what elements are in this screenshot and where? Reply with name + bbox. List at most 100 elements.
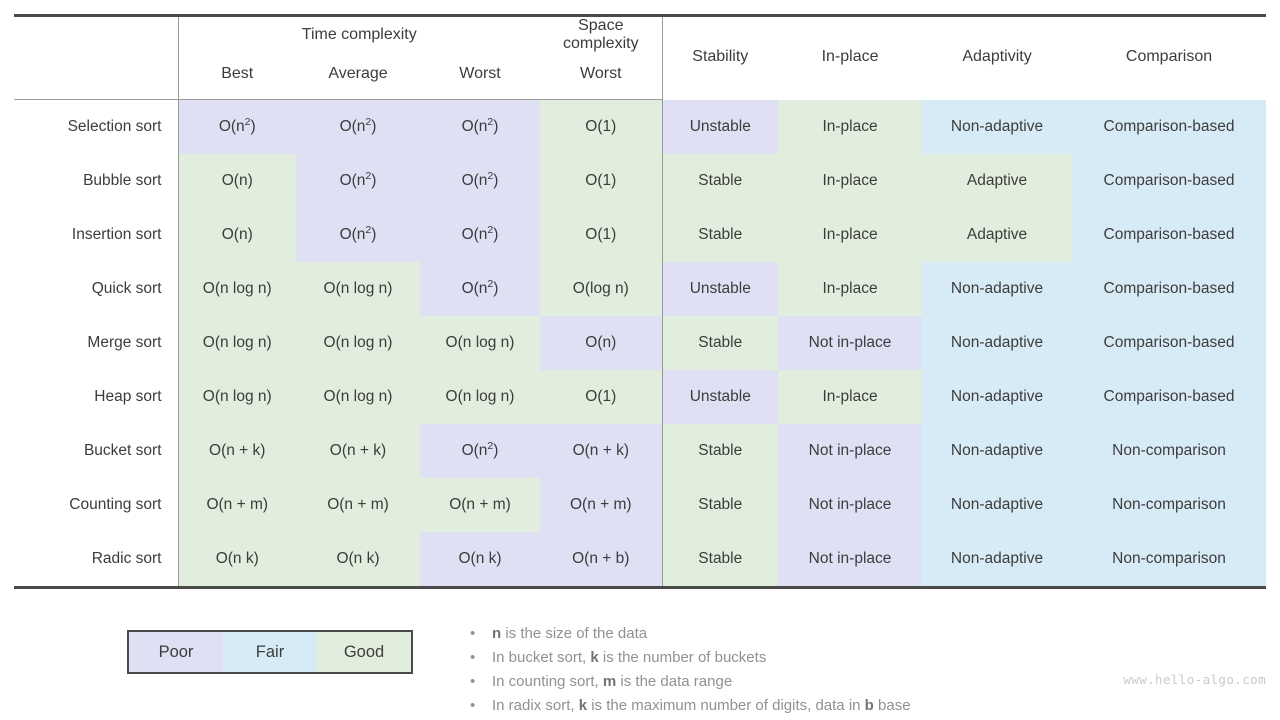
comparison-cell: Comparison-based bbox=[1072, 154, 1267, 208]
best-time-cell: O(n log n) bbox=[177, 370, 296, 424]
average-time-cell: O(n2) bbox=[296, 154, 420, 208]
comparison-cell: Comparison-based bbox=[1072, 370, 1267, 424]
average-time-cell: O(n log n) bbox=[296, 370, 420, 424]
average-time-cell: O(n + m) bbox=[296, 478, 420, 532]
adaptivity-cell: Non-adaptive bbox=[922, 370, 1073, 424]
worst-space-cell: O(n + b) bbox=[540, 532, 663, 588]
algorithm-name-cell: Quick sort bbox=[14, 262, 178, 316]
best-time-cell: O(n + m) bbox=[177, 478, 296, 532]
footnote-item: •In radix sort, k is the maximum number … bbox=[470, 694, 1050, 718]
adaptivity-cell: Non-adaptive bbox=[922, 316, 1073, 370]
average-time-cell: O(n k) bbox=[296, 532, 420, 588]
legend-item-label: Fair bbox=[255, 642, 285, 661]
stability-cell: Stable bbox=[661, 478, 779, 532]
column-header-adaptivity: Adaptivity bbox=[962, 48, 1032, 66]
in-place-cell: In-place bbox=[778, 208, 923, 262]
best-time-cell: O(n) bbox=[177, 154, 296, 208]
stability-cell: Stable bbox=[661, 316, 779, 370]
best-time-cell: O(n log n) bbox=[177, 262, 296, 316]
average-time-cell: O(n + k) bbox=[296, 424, 420, 478]
stability-cell: Stable bbox=[661, 424, 779, 478]
stability-cell: Stable bbox=[661, 208, 779, 262]
group-header-row: Time complexity Space complexity Stabili… bbox=[14, 15, 1266, 100]
worst-space-cell: O(n + m) bbox=[540, 478, 663, 532]
worst-time-cell: O(n2) bbox=[420, 99, 541, 154]
adaptivity-cell: Non-adaptive bbox=[922, 532, 1073, 588]
worst-time-cell: O(n log n) bbox=[420, 316, 541, 370]
worst-space-cell: O(1) bbox=[540, 208, 663, 262]
stability-cell: Unstable bbox=[661, 370, 779, 424]
footnote-text: In bucket sort, k is the number of bucke… bbox=[492, 649, 767, 666]
worst-space-cell: O(log n) bbox=[540, 262, 663, 316]
comparison-cell: Comparison-based bbox=[1072, 208, 1267, 262]
column-header-worst-time: Worst bbox=[420, 55, 541, 100]
footnote-text: n is the size of the data bbox=[492, 625, 648, 642]
adaptivity-cell: Adaptive bbox=[922, 154, 1073, 208]
stability-cell: Unstable bbox=[661, 262, 779, 316]
best-time-cell: O(n log n) bbox=[177, 316, 296, 370]
column-header-comparison: Comparison bbox=[1125, 48, 1213, 66]
corner-cell bbox=[14, 16, 178, 56]
footnote-item: • In bucket sort, k is the number of buck… bbox=[470, 646, 1050, 670]
worst-space-cell: O(n + k) bbox=[540, 424, 663, 478]
table-header: Time complexity Space complexity Stabili… bbox=[14, 15, 1266, 100]
legend-item-label: Good bbox=[343, 642, 385, 661]
worst-time-cell: O(n log n) bbox=[420, 370, 541, 424]
average-time-cell: O(n log n) bbox=[296, 262, 420, 316]
adaptivity-cell: Non-adaptive bbox=[922, 424, 1073, 478]
algorithm-name-cell: Counting sort bbox=[14, 478, 178, 532]
legend-item-label: Poor bbox=[158, 642, 194, 661]
average-time-cell: O(n log n) bbox=[296, 316, 420, 370]
footnote-text: In radix sort, k is the maximum number o… bbox=[492, 697, 911, 714]
group-header-time-complexity: Time complexity bbox=[177, 15, 541, 55]
comparison-cell: Comparison-based bbox=[1072, 99, 1267, 154]
comparison-cell: Non-comparison bbox=[1072, 424, 1267, 478]
column-header-in-place: In-place bbox=[821, 48, 879, 66]
in-place-cell: Not in-place bbox=[778, 478, 923, 532]
footnote-item: • In counting sort, m is the data range bbox=[470, 670, 1050, 694]
bullet-icon: • bbox=[470, 673, 476, 690]
comparison-cell: Comparison-based bbox=[1072, 316, 1267, 370]
legend-item-poor: Poor bbox=[129, 632, 223, 672]
column-header-stability: Stability bbox=[661, 15, 779, 100]
best-time-cell: O(n + k) bbox=[177, 424, 296, 478]
best-time-cell: O(n) bbox=[177, 208, 296, 262]
footnote-list: • n is the size of the data • In bucket sor… bbox=[470, 622, 1050, 718]
best-time-cell: O(n2) bbox=[177, 99, 296, 154]
worst-time-cell: O(n2) bbox=[420, 262, 541, 316]
adaptivity-cell: Adaptive bbox=[922, 208, 1073, 262]
legend-item-fair: Fair bbox=[223, 632, 317, 672]
algorithm-name-cell: Selection sort bbox=[14, 99, 178, 154]
column-header-average: Average bbox=[296, 55, 420, 100]
bullet-icon: • bbox=[470, 649, 476, 666]
in-place-cell: Not in-place bbox=[778, 316, 923, 370]
algorithm-name-cell: Insertion sort bbox=[14, 208, 178, 262]
in-place-cell: In-place bbox=[778, 154, 923, 208]
worst-time-cell: O(n + m) bbox=[420, 478, 541, 532]
algorithm-name-cell: Bucket sort bbox=[14, 424, 178, 478]
comparison-cell: Comparison-based bbox=[1072, 262, 1267, 316]
average-time-cell: O(n2) bbox=[296, 208, 420, 262]
in-place-cell: In-place bbox=[778, 262, 923, 316]
in-place-cell: Not in-place bbox=[778, 532, 923, 588]
algorithm-name-cell: Heap sort bbox=[14, 370, 178, 424]
adaptivity-cell: Non-adaptive bbox=[922, 262, 1073, 316]
sorting-algorithms-table: Time complexity Space complexity Stabili… bbox=[14, 14, 1267, 589]
column-header-algorithm bbox=[14, 55, 178, 100]
footnote-text: In counting sort, m is the data range bbox=[492, 673, 733, 690]
legend-item-good: Good bbox=[317, 632, 411, 672]
comparison-cell: Non-comparison bbox=[1072, 478, 1267, 532]
worst-space-cell: O(1) bbox=[540, 370, 663, 424]
worst-time-cell: O(n2) bbox=[420, 154, 541, 208]
stability-cell: Unstable bbox=[661, 99, 779, 154]
worst-space-cell: O(1) bbox=[540, 154, 663, 208]
